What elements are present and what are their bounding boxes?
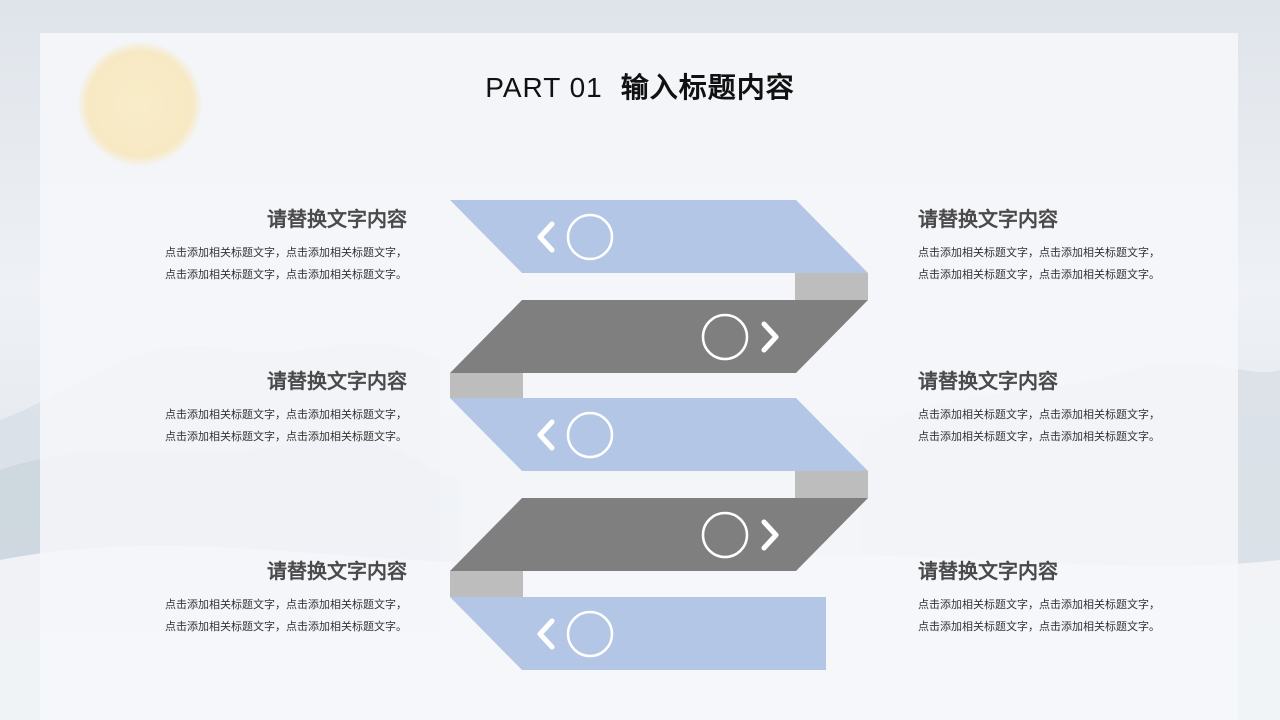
chevron-left-icon [537, 618, 555, 650]
circle-icon [701, 313, 749, 361]
block-body: 点击添加相关标题文字，点击添加相关标题文字，点击添加相关标题文字，点击添加相关标… [165, 598, 407, 633]
fold-segment [795, 471, 868, 498]
left-block-3: 请替换文字内容 点击添加相关标题文字，点击添加相关标题文字，点击添加相关标题文字… [165, 555, 407, 637]
block-title: 请替换文字内容 [267, 369, 407, 393]
band-4 [450, 498, 868, 571]
band-1 [450, 200, 868, 273]
block-body: 点击添加相关标题文字，点击添加相关标题文字，点击添加相关标题文字，点击添加相关标… [918, 598, 1160, 633]
title-heading: 输入标题内容 [620, 71, 795, 104]
block-body: 点击添加相关标题文字，点击添加相关标题文字，点击添加相关标题文字，点击添加相关标… [918, 246, 1160, 281]
band-3 [450, 398, 868, 471]
part-label: PART 01 [485, 72, 603, 103]
block-body: 点击添加相关标题文字，点击添加相关标题文字，点击添加相关标题文字，点击添加相关标… [165, 246, 407, 281]
block-title: 请替换文字内容 [918, 369, 1058, 393]
chevron-right-icon [761, 519, 779, 551]
right-block-3: 请替换文字内容 点击添加相关标题文字，点击添加相关标题文字，点击添加相关标题文字… [918, 555, 1160, 637]
page-title: PART 01 输入标题内容 [0, 66, 1280, 106]
circle-icon [566, 610, 614, 658]
chevron-right-icon [761, 321, 779, 353]
block-title: 请替换文字内容 [918, 207, 1058, 231]
block-body: 点击添加相关标题文字，点击添加相关标题文字，点击添加相关标题文字，点击添加相关标… [165, 408, 407, 443]
band-5 [450, 597, 826, 670]
block-title: 请替换文字内容 [267, 207, 407, 231]
band-2 [450, 300, 868, 373]
fold-segment [795, 273, 868, 300]
circle-icon [701, 511, 749, 559]
right-block-1: 请替换文字内容 点击添加相关标题文字，点击添加相关标题文字，点击添加相关标题文字… [918, 203, 1160, 285]
block-body: 点击添加相关标题文字，点击添加相关标题文字，点击添加相关标题文字，点击添加相关标… [918, 408, 1160, 443]
right-block-2: 请替换文字内容 点击添加相关标题文字，点击添加相关标题文字，点击添加相关标题文字… [918, 365, 1160, 447]
fold-segment [450, 571, 523, 597]
chevron-left-icon [537, 221, 555, 253]
fold-segment [450, 373, 523, 398]
circle-icon [566, 213, 614, 261]
circle-icon [566, 411, 614, 459]
block-title: 请替换文字内容 [267, 559, 407, 583]
sun-decoration [78, 42, 202, 166]
block-title: 请替换文字内容 [918, 559, 1058, 583]
left-block-2: 请替换文字内容 点击添加相关标题文字，点击添加相关标题文字，点击添加相关标题文字… [165, 365, 407, 447]
left-block-1: 请替换文字内容 点击添加相关标题文字，点击添加相关标题文字，点击添加相关标题文字… [165, 203, 407, 285]
chevron-left-icon [537, 419, 555, 451]
